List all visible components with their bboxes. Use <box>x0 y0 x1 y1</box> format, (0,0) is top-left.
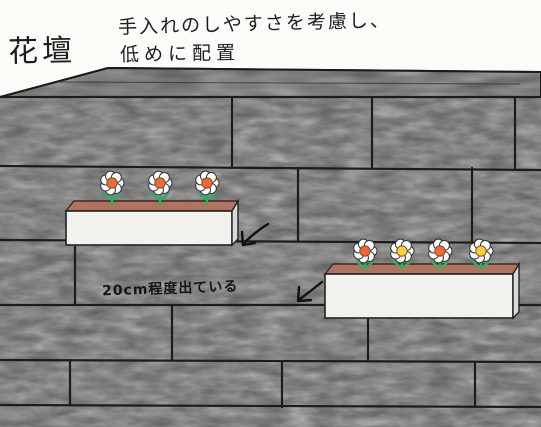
callout-arrow-icon <box>240 222 270 247</box>
flower-icon <box>428 238 453 270</box>
flower-icon <box>100 170 125 207</box>
upper-planter <box>64 170 240 247</box>
note-line-2: 低めに配置 <box>119 41 241 67</box>
planter-soil <box>323 263 521 275</box>
planters-layer <box>64 170 521 320</box>
flower-icon <box>195 170 220 207</box>
planter-soil <box>64 200 240 212</box>
flower-icon <box>390 238 415 270</box>
flower-icon <box>469 238 494 270</box>
planter-side <box>231 198 239 247</box>
planter-box <box>65 210 233 246</box>
planter-side <box>512 261 520 320</box>
callout-arrow-icon <box>296 280 324 303</box>
planter-box <box>324 273 514 319</box>
stone-joints <box>0 95 541 409</box>
wall-front-face <box>0 97 541 427</box>
lower-planter <box>323 238 521 320</box>
wall-top-face <box>0 60 541 100</box>
flower-icon <box>148 170 173 207</box>
page-title: 花壇 <box>7 33 77 70</box>
flower-icon <box>353 238 378 270</box>
